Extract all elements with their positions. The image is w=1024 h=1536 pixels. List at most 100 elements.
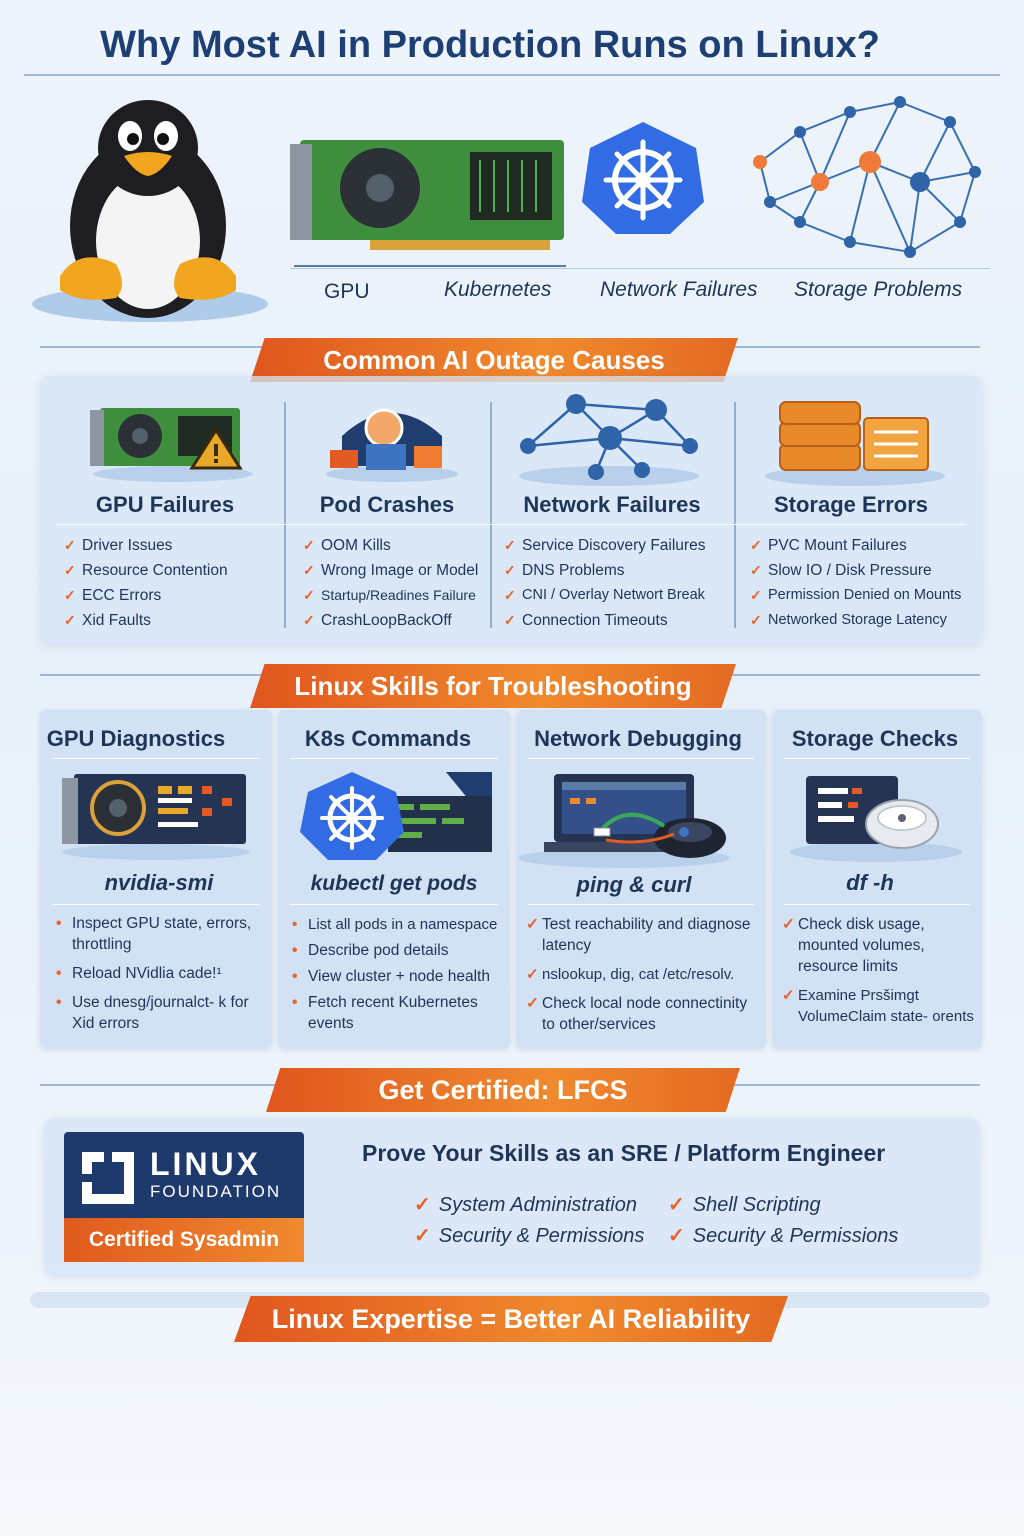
- lf-logo-sub: FOUNDATION: [150, 1182, 282, 1201]
- network-debugging-icon: [518, 774, 730, 868]
- footer-banner: Linux Expertise = Better AI Reliability: [234, 1296, 788, 1342]
- page-title: Why Most AI in Production Runs on Linux?: [100, 24, 880, 66]
- cert-check-item: ✓System Administration: [414, 1194, 637, 1216]
- skill-command-network: ping & curl: [576, 872, 692, 897]
- outage-list-network: ✓Service Discovery Failures ✓DNS Problem…: [502, 533, 732, 633]
- skill-separator: [784, 904, 970, 905]
- skill-list-k8s: •List all pods in a namespace •Describe …: [290, 914, 506, 1039]
- check-icon: ✓: [750, 562, 762, 578]
- list-item: ✓Startup/Readines Failure: [301, 583, 489, 608]
- check-icon: ✓: [303, 562, 315, 578]
- penguin-icon: [32, 100, 268, 322]
- gpu-warning-icon: [90, 408, 253, 482]
- list-item: ✓Xid Faults: [62, 608, 280, 633]
- check-icon: ✓: [668, 1225, 685, 1247]
- list-item: •Describe pod details: [292, 942, 449, 959]
- col-divider: [490, 402, 492, 628]
- list-item: ✓ECC Errors: [62, 583, 280, 608]
- check-icon: ✓: [303, 587, 315, 603]
- outage-banner: Common AI Outage Causes: [250, 338, 738, 382]
- skill-separator: [528, 904, 754, 905]
- check-icon: ✓: [526, 966, 539, 983]
- list-item: ✓Resource Contention: [62, 558, 280, 583]
- outage-list-storage: ✓PVC Mount Failures ✓Slow IO / Disk Pres…: [748, 533, 978, 633]
- outage-list-gpu: ✓Driver Issues ✓Resource Contention ✓ECC…: [62, 533, 280, 633]
- hero-rule: [290, 268, 990, 269]
- check-icon: ✓: [750, 537, 762, 553]
- title-rule: [24, 74, 1000, 76]
- outage-title-network: Network Failures: [523, 492, 701, 517]
- cert-check-item: ✓Security & Permissions: [668, 1225, 899, 1247]
- lf-mark-icon: [82, 1152, 134, 1204]
- list-item: •List all pods in a namespace: [292, 916, 498, 933]
- skill-card-k8s: [278, 710, 510, 1048]
- outage-title-gpu: GPU Failures: [95, 492, 235, 517]
- skill-list-storage: ✓Check disk usage, mounted volumes, reso…: [780, 914, 978, 1032]
- check-icon: ✓: [668, 1194, 685, 1216]
- list-item: ✓Service Discovery Failures: [502, 533, 732, 558]
- check-icon: ✓: [526, 995, 539, 1012]
- check-icon: ✓: [504, 587, 516, 603]
- list-item: •Reload NVidlia cade!¹: [56, 965, 222, 982]
- check-icon: ✓: [64, 537, 76, 553]
- check-icon: ✓: [303, 612, 315, 628]
- check-icon: ✓: [750, 587, 762, 603]
- bullet-icon: •: [56, 965, 62, 982]
- network-mesh-icon: [753, 96, 981, 258]
- skill-separator: [52, 904, 260, 905]
- network-failure-icon: [519, 394, 699, 486]
- list-item: ✓OOM Kills: [301, 533, 489, 558]
- list-item: ✓DNS Problems: [502, 558, 732, 583]
- list-item: ✓CNI / Overlay Networt Break: [502, 583, 732, 608]
- col-divider: [734, 402, 736, 628]
- check-icon: ✓: [504, 612, 516, 628]
- list-item: ✓Networked Storage Latency: [748, 608, 978, 633]
- outage-list-pod: ✓OOM Kills ✓Wrong Image or Model ✓Startu…: [301, 533, 489, 633]
- hero-label-network: Network Failures: [600, 278, 758, 301]
- skill-title-k8s: K8s Commands: [304, 726, 472, 751]
- skill-separator: [784, 758, 970, 759]
- list-item: ✓Driver Issues: [62, 533, 280, 558]
- check-icon: ✓: [64, 587, 76, 603]
- list-item: •Use dnesg/journalct- k for Xid errors: [56, 994, 249, 1032]
- k8s-commands-icon: [300, 772, 492, 860]
- skills-banner: Linux Skills for Troubleshooting: [250, 664, 736, 708]
- skill-command-k8s: kubectl get pods: [310, 872, 478, 895]
- list-item: ✓PVC Mount Failures: [748, 533, 978, 558]
- skill-command-gpu: nvidia-smi: [104, 870, 214, 895]
- skill-card-network: [516, 710, 766, 1048]
- check-icon: ✓: [782, 987, 795, 1004]
- skill-separator: [52, 758, 260, 759]
- check-icon: ✓: [526, 916, 539, 933]
- skill-list-network: ✓Test reachability and diagnose latency …: [524, 914, 762, 1040]
- storage-stack-icon: [765, 401, 945, 486]
- check-icon: ✓: [504, 562, 516, 578]
- check-icon: ✓: [414, 1225, 431, 1247]
- bullet-icon: •: [292, 994, 298, 1011]
- skill-command-storage: df -h: [846, 870, 894, 895]
- linux-foundation-logo: LINUX FOUNDATION Certified Sysadmin: [64, 1132, 304, 1262]
- kubernetes-wheel-icon: [582, 122, 704, 234]
- cert-heading: Prove Your Skills as an SRE / Platform E…: [362, 1140, 886, 1166]
- skill-title-storage: Storage Checks: [791, 726, 959, 751]
- skill-title-gpu: GPU Diagnostics: [46, 726, 226, 751]
- skill-separator: [290, 758, 498, 759]
- check-icon: ✓: [782, 916, 795, 933]
- bullet-icon: •: [56, 915, 62, 932]
- list-item: •Fetch recent Kubernetes events: [292, 994, 478, 1032]
- bullet-icon: •: [292, 916, 298, 933]
- gpu-diagnostics-icon: [62, 774, 250, 860]
- check-icon: ✓: [64, 612, 76, 628]
- check-icon: ✓: [64, 562, 76, 578]
- outage-title-pod: Pod Crashes: [319, 492, 455, 517]
- list-item: ✓Permission Denied on Mounts: [748, 583, 978, 608]
- skill-card-storage: [772, 710, 982, 1048]
- check-icon: ✓: [504, 537, 516, 553]
- list-item: ✓Examine Prsšimgt VolumeClaim state- ore…: [782, 987, 974, 1025]
- cert-banner: Get Certified: LFCS: [266, 1068, 740, 1112]
- hero-label-gpu: GPU: [324, 280, 370, 303]
- lf-logo-word: LINUX: [150, 1146, 261, 1182]
- check-icon: ✓: [750, 612, 762, 628]
- hero-label-storage: Storage Problems: [794, 278, 963, 301]
- gpu-card-icon: [290, 140, 566, 267]
